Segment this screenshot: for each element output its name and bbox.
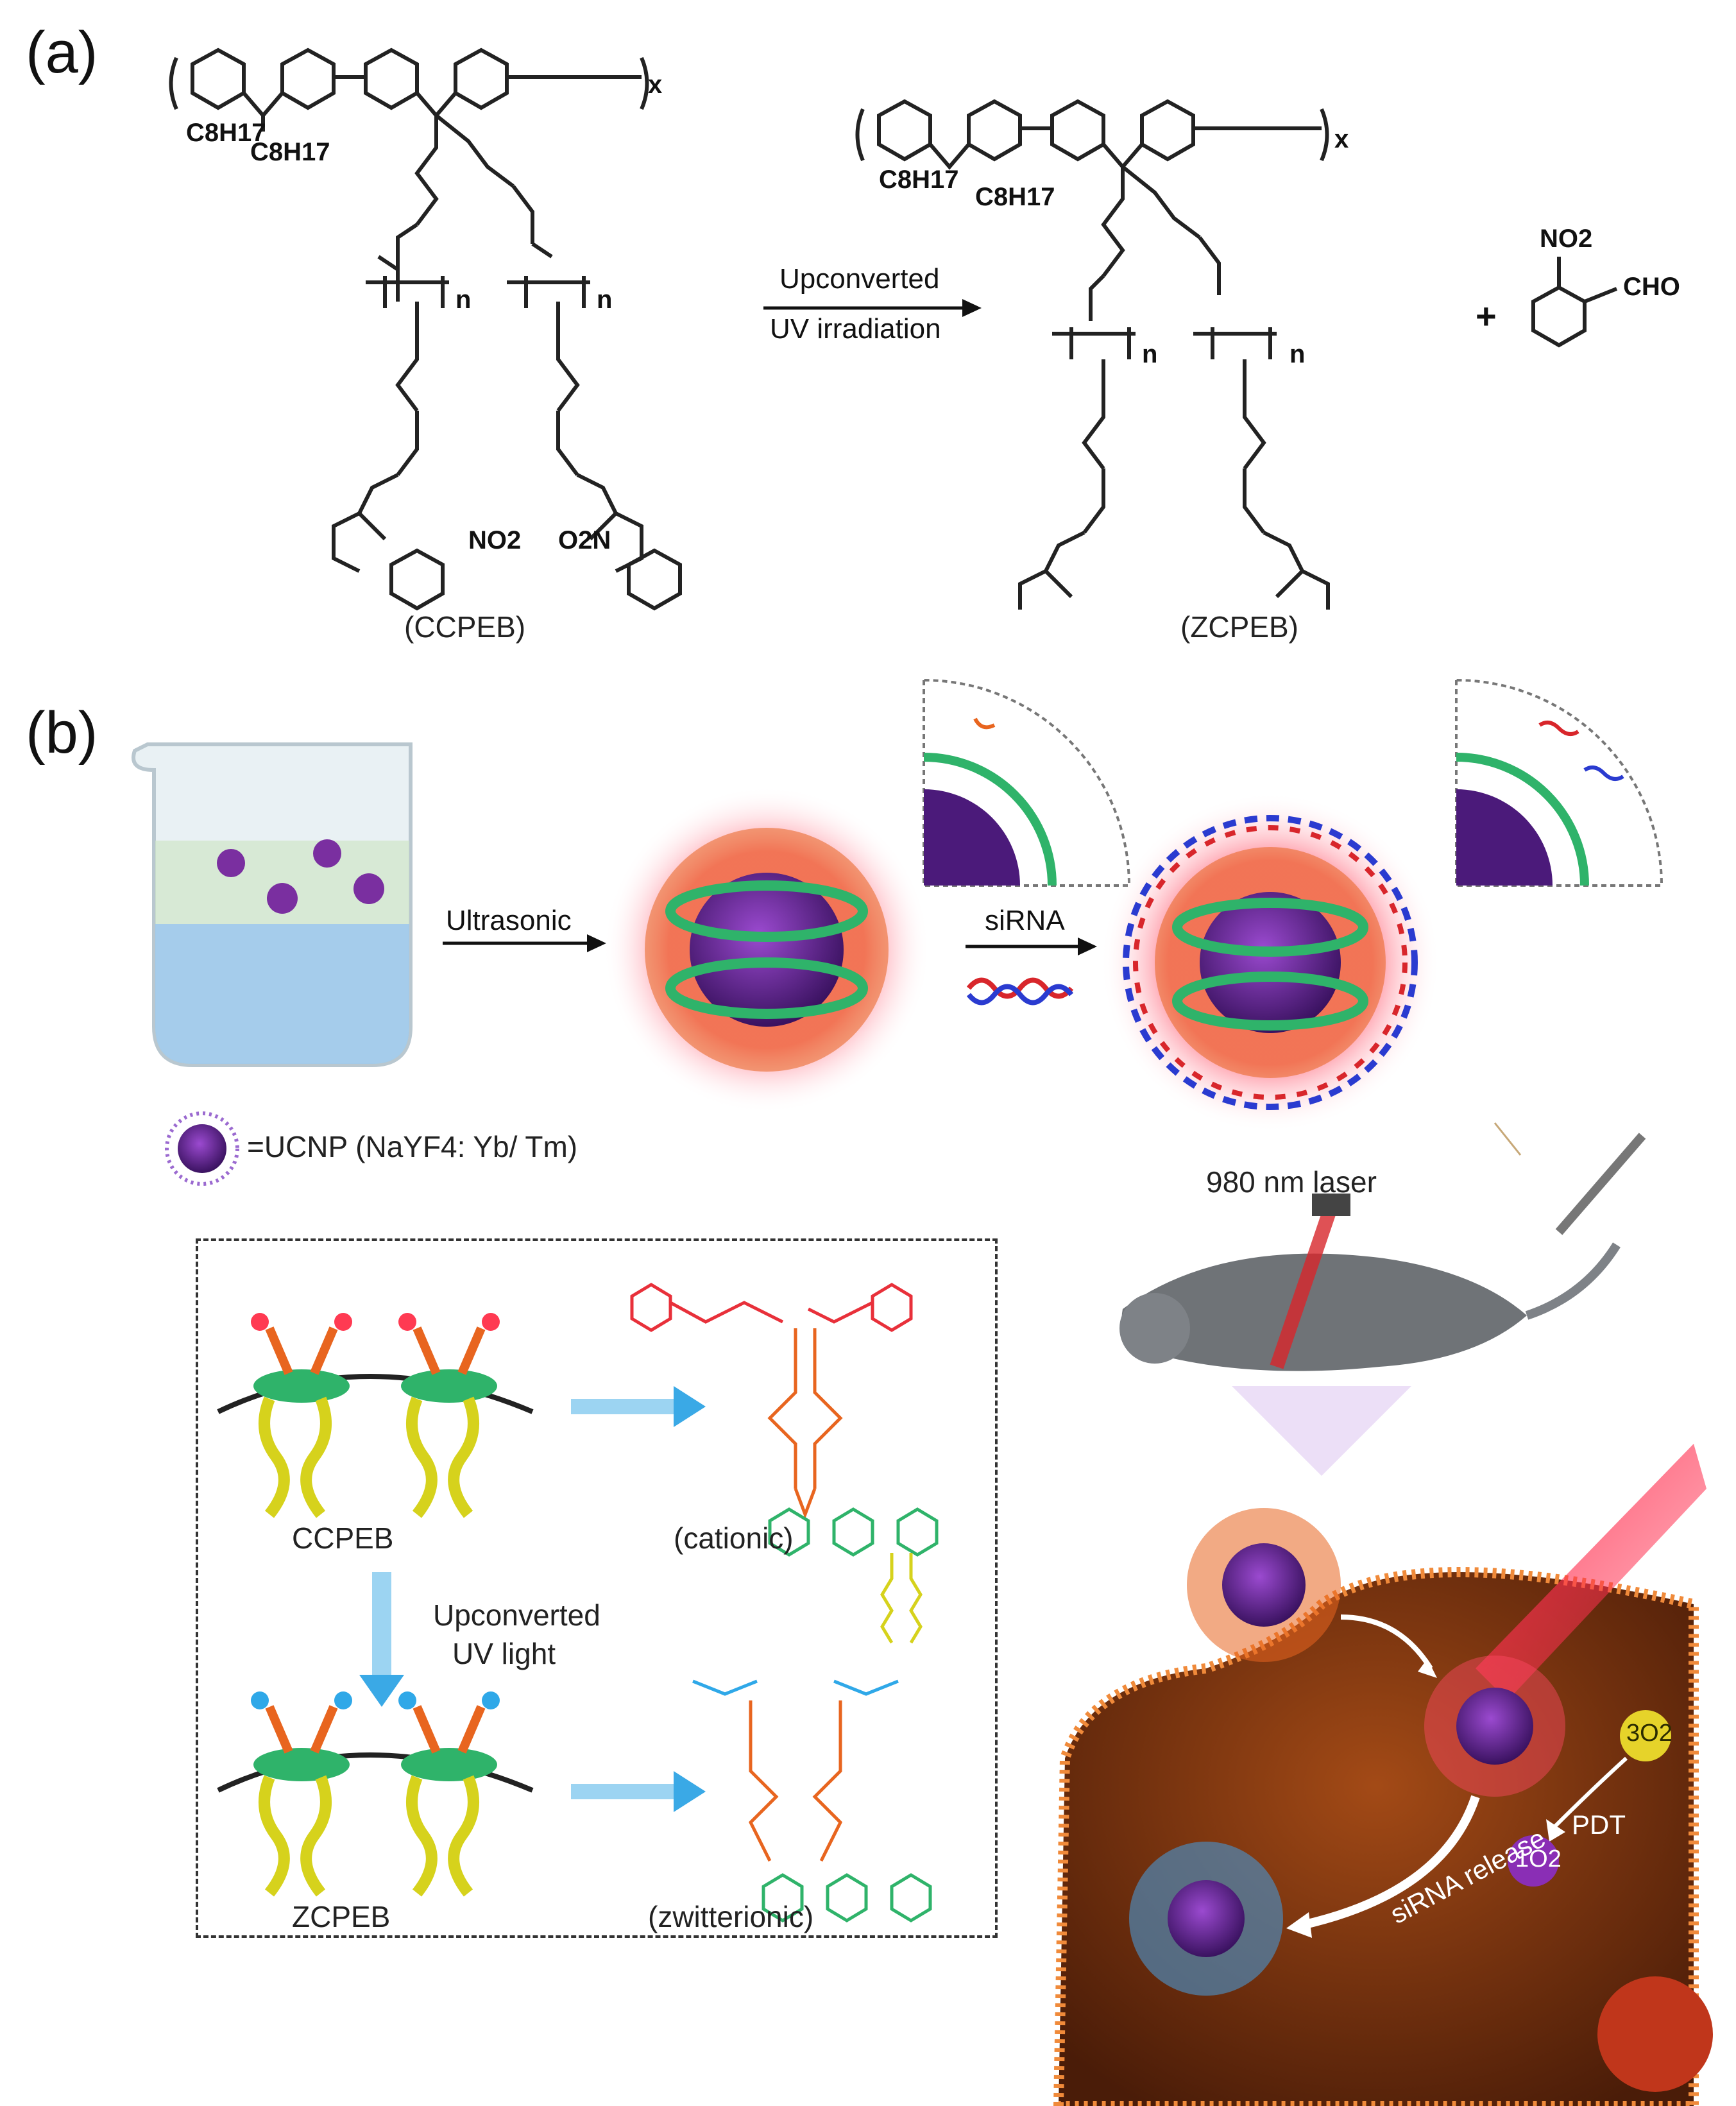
ultrasonic-label: Ultrasonic xyxy=(446,905,572,936)
zcpeb-cartoon-label: ZCPEB xyxy=(292,1900,391,1933)
reaction-arrow-label-bottom: UV irradiation xyxy=(770,313,941,345)
cationic-label: (cationic) xyxy=(674,1521,794,1555)
aldehyde-nitro-group: NO2 xyxy=(1540,225,1593,253)
triplet-oxygen-label: 3O2 xyxy=(1626,1720,1672,1747)
panel-b-label: (b) xyxy=(26,700,98,766)
aldehyde-group: CHO xyxy=(1623,273,1680,301)
nitro-group-right: O2N xyxy=(558,526,611,554)
uv-light-label-line2: UV light xyxy=(452,1637,556,1670)
subscript-x-left: x xyxy=(648,71,663,99)
nitro-group-left: NO2 xyxy=(468,526,522,554)
zwitterionic-label: (zwitterionic) xyxy=(648,1900,814,1933)
singlet-oxygen-label: 1O2 xyxy=(1515,1845,1562,1872)
uv-light-label-line1: Upconverted xyxy=(433,1598,600,1632)
sirna-label: siRNA xyxy=(985,905,1065,936)
plus-sign: + xyxy=(1476,296,1497,336)
ccpeb-cartoon-label: CCPEB xyxy=(292,1521,394,1555)
subscript-n-right-1: n xyxy=(1142,340,1158,368)
ucnp-legend-label: =UCNP (NaYF4: Yb/ Tm) xyxy=(247,1130,578,1163)
ccpeb-caption: (CCPEB) xyxy=(404,610,526,644)
laser-label: 980 nm laser xyxy=(1206,1165,1377,1199)
panel-a-label: (a) xyxy=(26,20,98,85)
subscript-x-right: x xyxy=(1334,125,1349,153)
mechanism-box xyxy=(196,1238,998,1938)
alkyl-chain-label-4: C8H17 xyxy=(975,183,1055,211)
zcpeb-caption: (ZCPEB) xyxy=(1180,610,1298,644)
pdt-label: PDT xyxy=(1572,1810,1626,1840)
subscript-n-left-1: n xyxy=(455,286,472,314)
reaction-arrow-label-top: Upconverted xyxy=(779,263,940,295)
subscript-n-left-2: n xyxy=(597,286,613,314)
alkyl-chain-label-2: C8H17 xyxy=(250,138,330,166)
subscript-n-right-2: n xyxy=(1289,340,1306,368)
alkyl-chain-label-3: C8H17 xyxy=(879,166,959,194)
alkyl-chain-label-1: C8H17 xyxy=(186,119,266,147)
